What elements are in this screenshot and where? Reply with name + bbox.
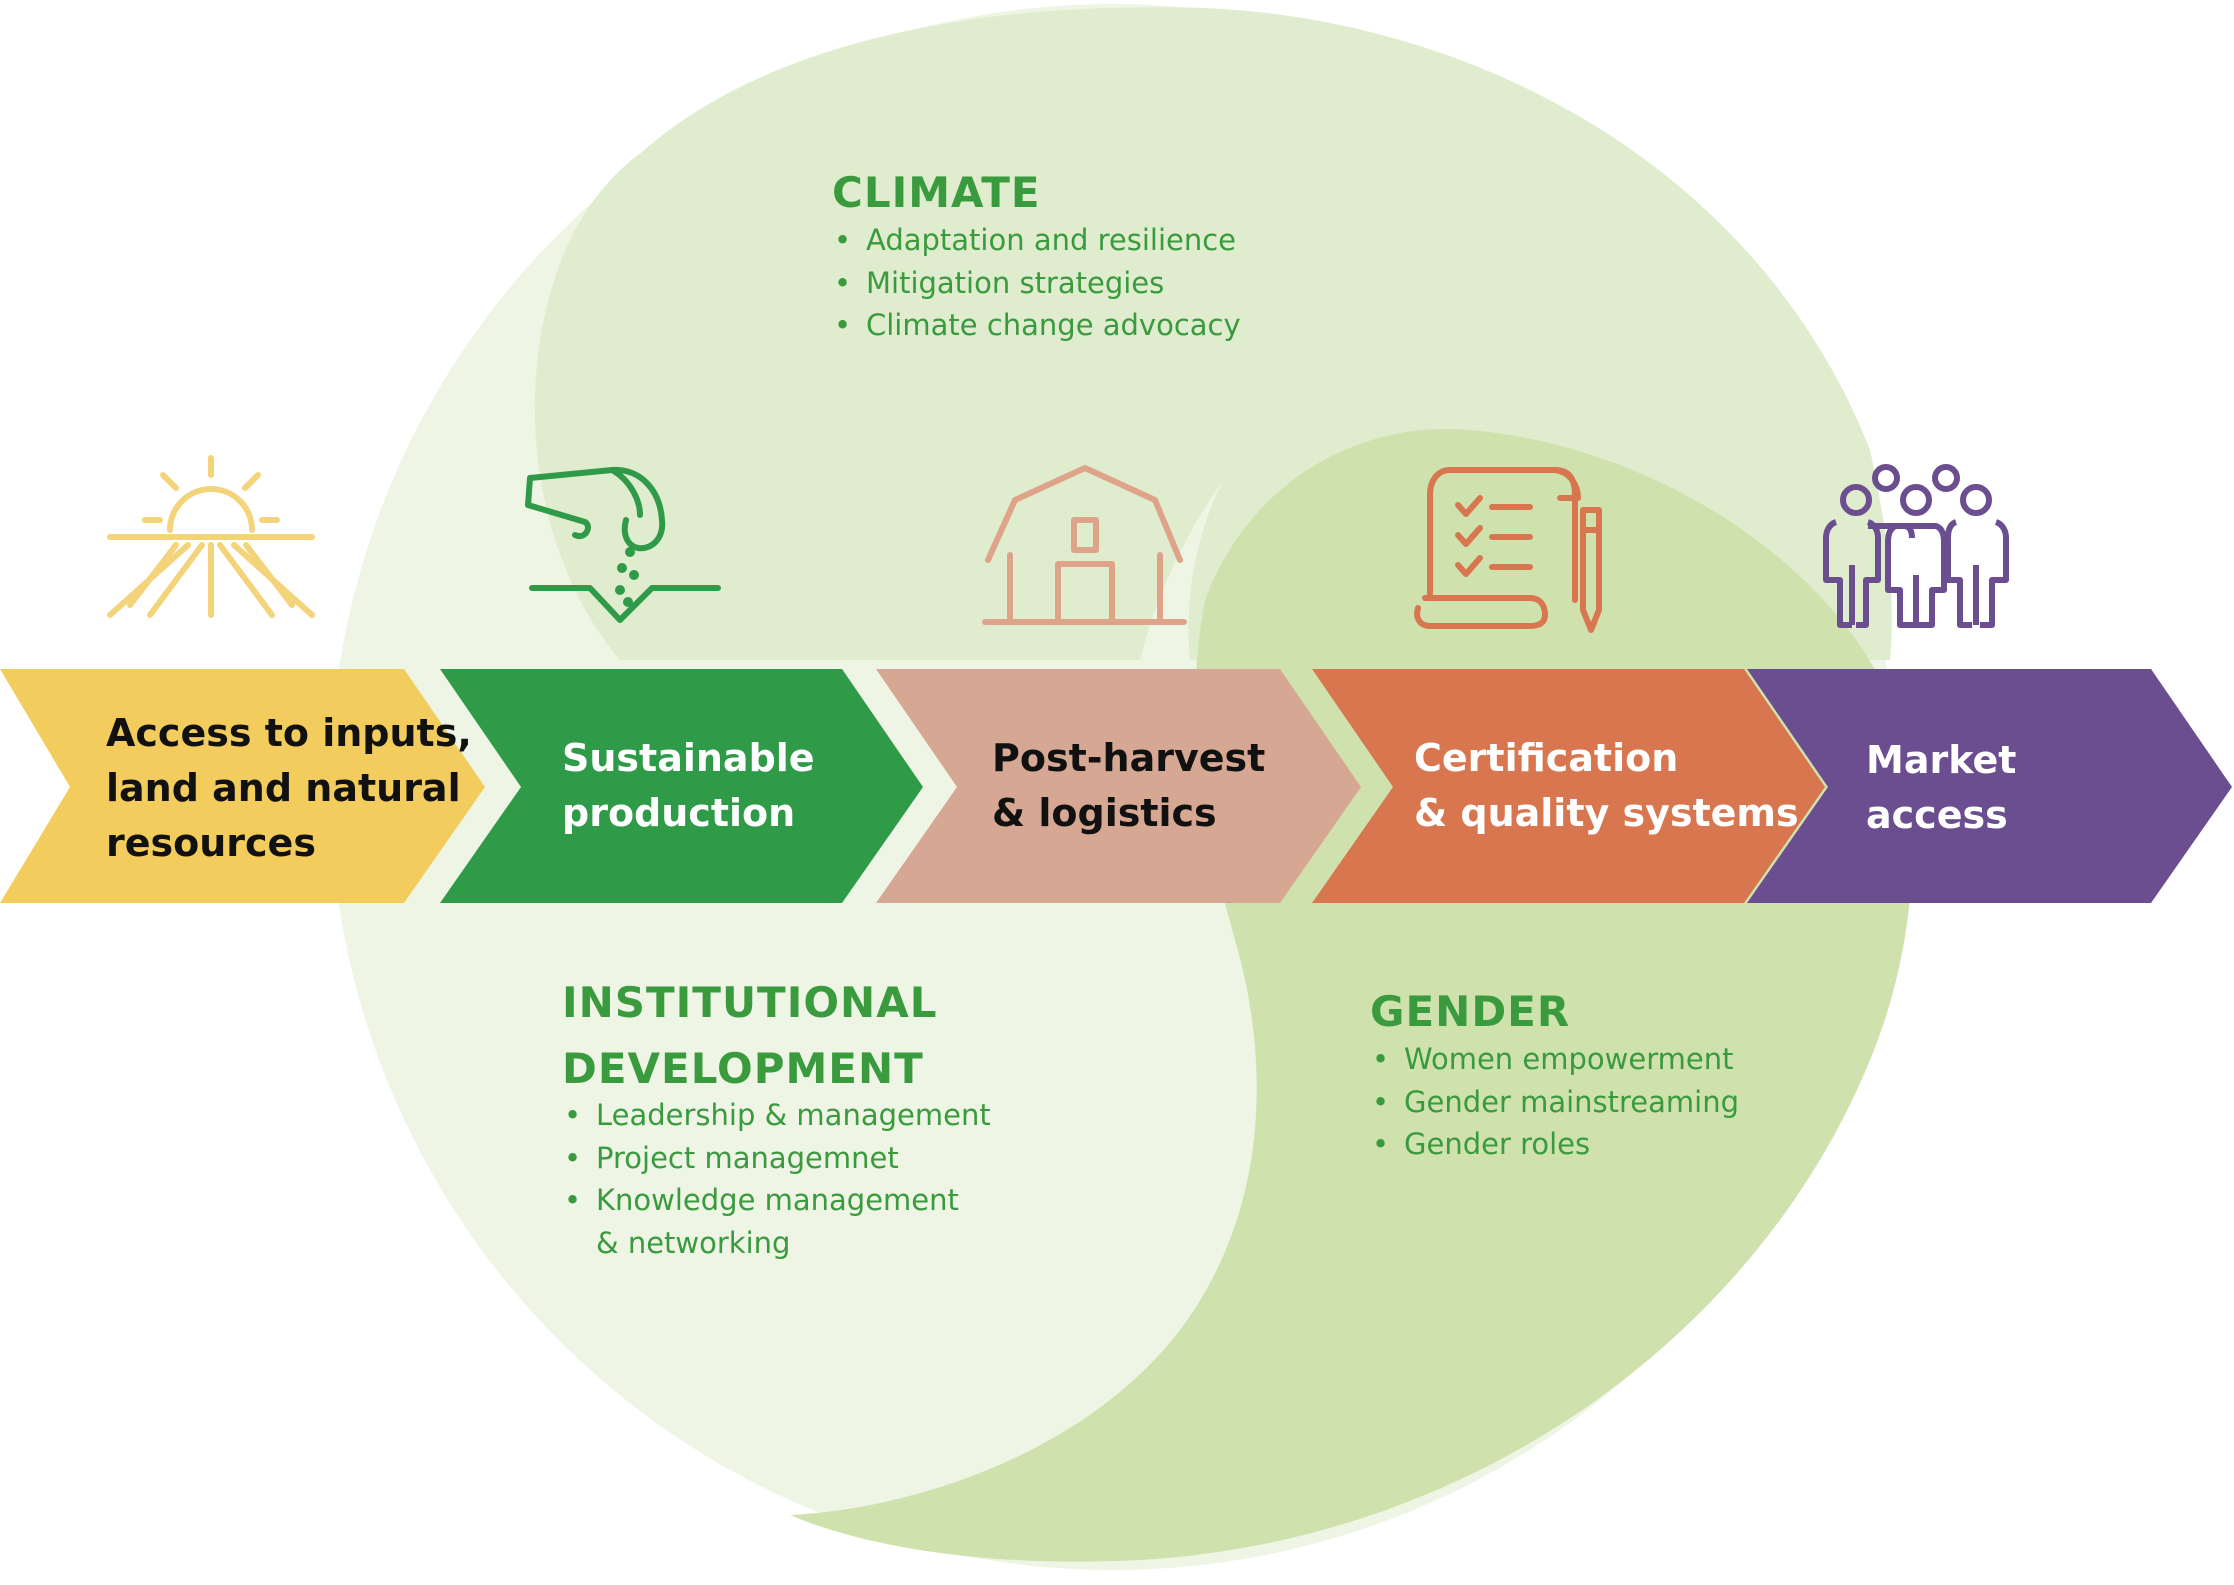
- step-certification-arrow[interactable]: [1312, 669, 1825, 903]
- gender-list: Women empowerment Gender mainstreaming G…: [1370, 1038, 1739, 1166]
- institutional-title: INSTITUTIONAL DEVELOPMENT: [562, 978, 938, 1093]
- institutional-list: Leadership & management Project managemn…: [562, 1094, 991, 1264]
- step-access-label: Access to inputs, land and natural resou…: [106, 711, 472, 865]
- barn-icon: [982, 465, 1187, 625]
- step-production-label: Sustainable production: [562, 736, 815, 835]
- gender-item: Gender roles: [1370, 1123, 1739, 1166]
- value-chain-arrows: [0, 669, 2232, 903]
- gender-item: Gender mainstreaming: [1370, 1081, 1739, 1124]
- step-production-arrow[interactable]: [440, 669, 923, 903]
- institutional-item: Project managemnet: [562, 1137, 991, 1180]
- step-postharvest-arrow[interactable]: [876, 669, 1361, 903]
- step-access-arrow[interactable]: [0, 669, 485, 903]
- gender-title: GENDER: [1370, 987, 1571, 1036]
- checklist-document-icon: [1414, 467, 1602, 633]
- gender-item: Women empowerment: [1370, 1038, 1739, 1081]
- step-certification-label: Certification & quality systems: [1414, 736, 1799, 835]
- sun-over-field-icon: [107, 455, 315, 618]
- institutional-item: Knowledge management & networking: [562, 1179, 991, 1264]
- institutional-item: Leadership & management: [562, 1094, 991, 1137]
- climate-item: Mitigation strategies: [832, 262, 1241, 305]
- step-market-arrow[interactable]: [1747, 669, 2232, 903]
- climate-item: Climate change advocacy: [832, 304, 1241, 347]
- climate-item: Adaptation and resilience: [832, 219, 1241, 262]
- hand-sowing-seeds-icon: [525, 466, 721, 623]
- climate-list: Adaptation and resilience Mitigation str…: [832, 219, 1241, 347]
- step-market-label: Market access: [1866, 738, 2017, 837]
- step-postharvest-label: Post-harvest & logistics: [992, 736, 1266, 835]
- climate-title: CLIMATE: [832, 168, 1041, 217]
- people-group-icon: [1823, 464, 2009, 628]
